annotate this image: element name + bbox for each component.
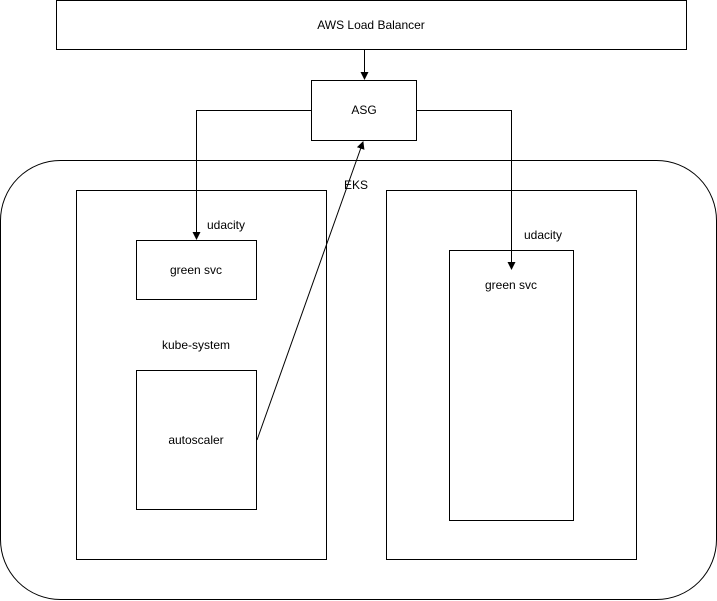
right-green-svc-box [449,250,574,521]
left-namespace-label: udacity [207,218,245,232]
load-balancer-label: AWS Load Balancer [317,18,425,32]
right-green-svc-label: green svc [485,278,537,292]
right-namespace-label: udacity [524,228,562,242]
asg-label: ASG [351,103,376,117]
eks-label: EKS [344,178,368,192]
left-green-svc-box [136,240,257,300]
kube-system-label: kube-system [162,338,230,352]
asg-to-right-svc-arrow [417,110,516,270]
asg-box [311,80,417,141]
left-green-svc-label: green svc [170,263,222,277]
autoscaler-to-asg-arrow [256,141,365,441]
asg-to-left-svc-arrow [192,110,311,240]
autoscaler-box [136,370,257,510]
autoscaler-label: autoscaler [168,433,223,447]
load-balancer-box [56,0,687,50]
